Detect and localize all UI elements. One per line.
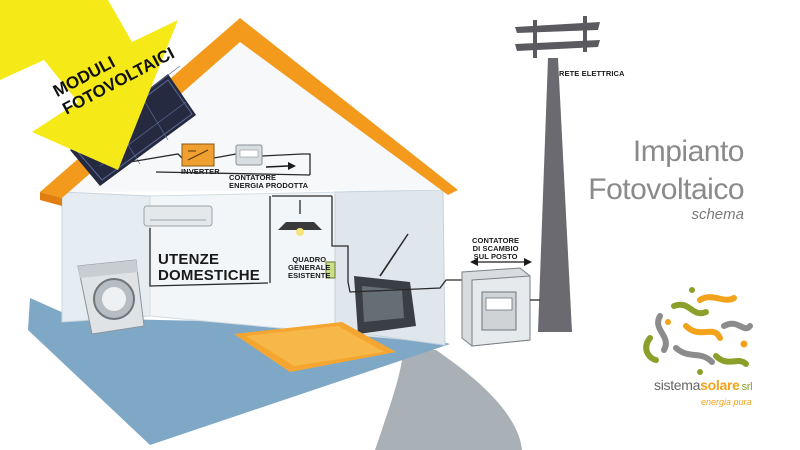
title-subtitle: schema <box>691 206 744 223</box>
production-meter <box>235 144 263 166</box>
logo-mark <box>643 287 753 375</box>
title-line1: Impianto <box>632 135 745 168</box>
label-exchange-meter-line1: CONTATORE <box>472 236 520 245</box>
utility-pole <box>515 16 600 332</box>
label-grid: RETE ELETTRICA <box>559 69 625 78</box>
label-exchange-meter-line3: SUL POSTO <box>473 251 518 261</box>
roof-eave <box>40 192 62 206</box>
label-production-meter-line2: ENERGIA PRODOTTA <box>229 180 309 190</box>
washing-machine <box>77 259 145 335</box>
air-conditioner <box>143 205 213 227</box>
label-exchange-meter-line2: DI SCAMBIO <box>472 243 519 253</box>
brand-part3: srl <box>741 381 753 393</box>
label-production-meter: CONTATORE ENERGIA PRODOTTA <box>229 174 308 190</box>
path-road <box>375 348 522 450</box>
label-quadro: QUADRO GENERALE ESISTENTE <box>288 256 331 280</box>
brand-tagline: energia pura <box>701 397 752 407</box>
label-production-meter-line1: CONTATORE <box>229 173 277 182</box>
label-utenze: UTENZE DOMESTICHE <box>158 252 260 284</box>
label-inverter: INVERTER <box>181 167 220 176</box>
energy-flow-arrow <box>265 162 296 170</box>
label-quadro-line2: GENERALE <box>288 262 331 272</box>
label-quadro-line3: ESISTENTE <box>288 270 331 280</box>
attic-gable <box>62 20 445 192</box>
ceiling-lamp <box>278 222 322 236</box>
brand-part1: sistema <box>654 377 701 393</box>
attic-wiring <box>129 153 311 176</box>
label-exchange-meter: CONTATORE DI SCAMBIO SUL POSTO <box>472 237 519 261</box>
label-quadro-line1: QUADRO <box>292 255 327 264</box>
label-utenze-line1: UTENZE <box>158 251 220 268</box>
interior-wiring <box>149 195 349 287</box>
diagram-title: Impianto Fotovoltaico schema <box>588 133 744 225</box>
exchange-arrow <box>470 258 532 266</box>
rug <box>234 322 396 372</box>
roof <box>40 18 458 198</box>
title-line2: Fotovoltaico <box>588 172 744 206</box>
arrow-shape <box>0 0 178 170</box>
inverter-box <box>181 143 215 167</box>
breaker-panel <box>325 261 336 279</box>
grid-wire <box>347 279 462 293</box>
brand-part2: solare <box>700 377 740 393</box>
label-utenze-line2: DOMESTICHE <box>158 266 261 284</box>
exchange-meter-cabinet <box>461 267 540 347</box>
